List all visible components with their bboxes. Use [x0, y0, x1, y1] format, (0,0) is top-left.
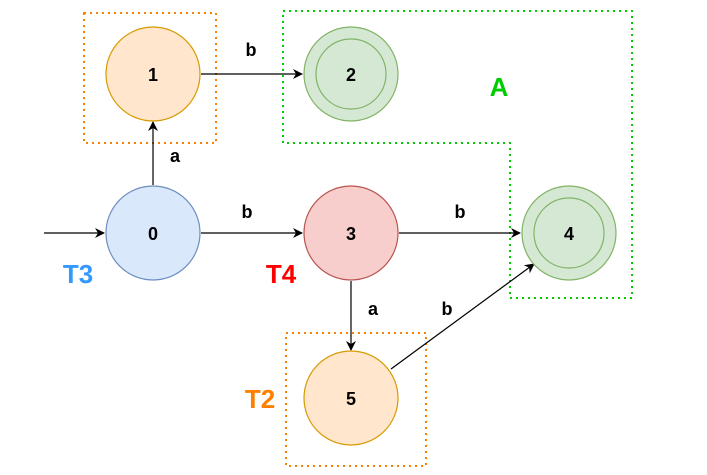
edge-label-0-3: b [242, 202, 253, 222]
group-label-T3: T3 [63, 259, 93, 289]
group-label-A: A [490, 72, 509, 102]
group-label-T4: T4 [266, 259, 297, 289]
state-1: 1 [105, 26, 201, 122]
group-label-T2: T2 [245, 384, 275, 414]
state-label-2: 2 [346, 65, 356, 85]
state-label-3: 3 [346, 224, 356, 244]
state-3: 3 [303, 185, 399, 281]
edge-label-5-4: b [442, 299, 453, 319]
state-5: 5 [303, 350, 399, 446]
edge-label-0-1: a [170, 146, 181, 166]
edge-label-1-2: b [246, 40, 257, 60]
state-label-5: 5 [346, 389, 356, 409]
state-2: 2 [303, 26, 399, 122]
state-label-0: 0 [148, 224, 158, 244]
edge-label-3-4: b [455, 202, 466, 222]
state-4: 4 [521, 185, 617, 281]
state-label-4: 4 [564, 224, 574, 244]
edge-label-3-5: a [368, 299, 379, 319]
group-box-1 [83, 12, 217, 144]
group-box-A [282, 10, 633, 299]
state-0: 0 [105, 185, 201, 281]
group-box-5 [285, 332, 427, 467]
state-label-1: 1 [148, 65, 158, 85]
edge-5-4 [390, 263, 535, 370]
